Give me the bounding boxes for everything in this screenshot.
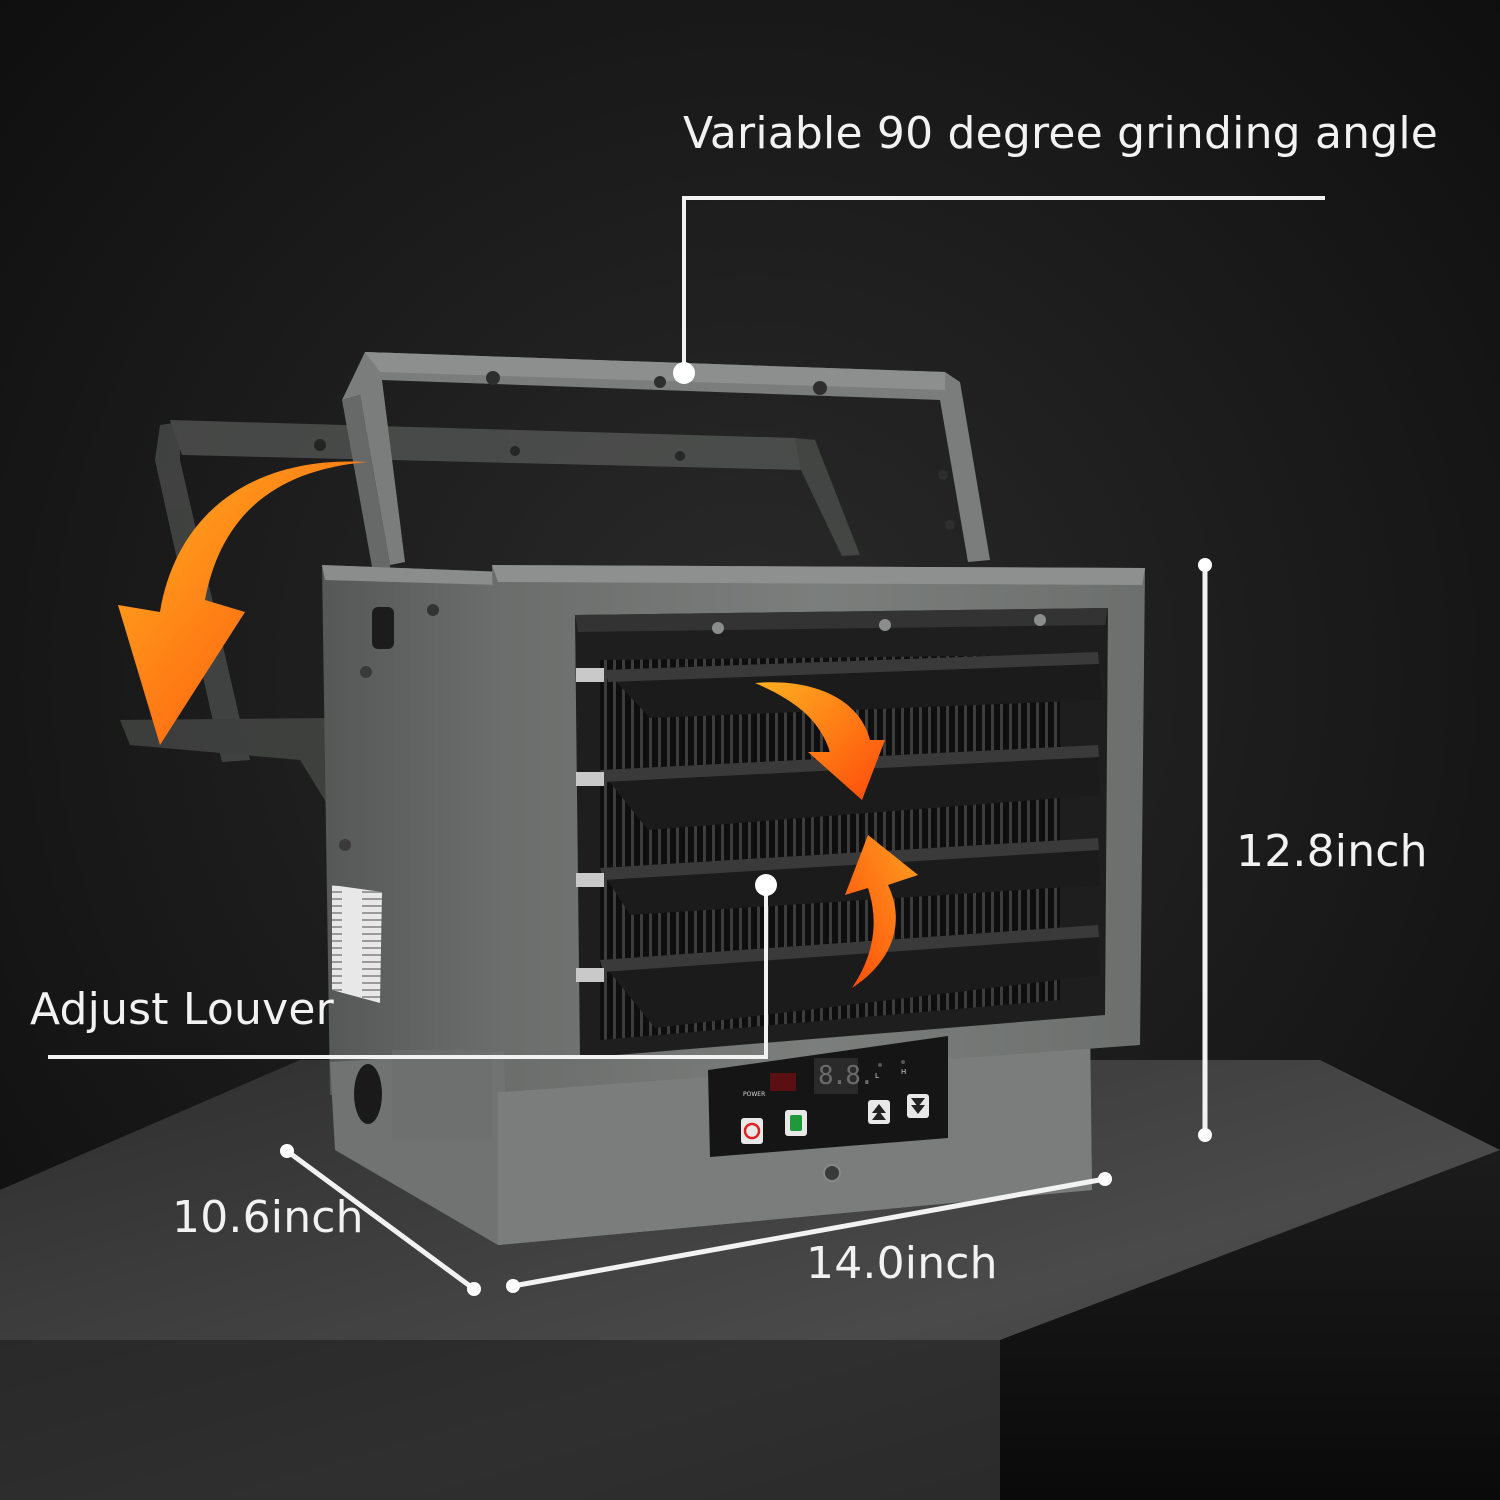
tilt-arrow [118, 461, 368, 745]
louver-blade[interactable] [576, 925, 1100, 1028]
dimension-depth-line [280, 1144, 481, 1296]
high-label: H [901, 1068, 907, 1076]
decrease-button[interactable] [907, 1094, 929, 1118]
mode-button[interactable] [785, 1110, 807, 1136]
digital-display [814, 1058, 858, 1094]
dimension-width-text: 14.0inch [806, 1238, 998, 1289]
louver-blade[interactable] [576, 838, 1100, 915]
callout-angle-line [682, 196, 1325, 373]
power-button[interactable] [741, 1118, 763, 1144]
dimension-width-line [506, 1172, 1112, 1293]
increase-button[interactable] [868, 1100, 890, 1124]
base-screw [823, 1164, 841, 1182]
dimension-height-text: 12.8inch [1236, 826, 1428, 877]
side-knob [372, 607, 394, 649]
dimension-height-line [1198, 558, 1212, 1142]
callout-louver-dot [755, 874, 777, 896]
callout-louver-text: Adjust Louver [30, 984, 334, 1035]
power-icon [743, 1122, 761, 1140]
dimension-depth-text: 10.6inch [172, 1192, 364, 1243]
louver-down-arrow [755, 682, 885, 800]
down-arrow-icon [911, 1105, 925, 1114]
fan-mode-icon [790, 1115, 802, 1131]
display-digits: 8.8. [818, 1061, 875, 1091]
callout-louver-line [48, 885, 768, 1059]
low-label: L [875, 1072, 879, 1080]
louver-up-arrow [845, 835, 918, 988]
louver-blade[interactable] [576, 652, 1102, 718]
up-arrow-icon [872, 1104, 886, 1113]
callout-angle-dot [673, 362, 695, 384]
power-label: POWER [743, 1091, 766, 1098]
callout-angle-text: Variable 90 degree grinding angle [683, 108, 1439, 159]
power-led [770, 1073, 796, 1091]
side-vent-hole [354, 1064, 382, 1124]
louvers[interactable] [576, 652, 1102, 1028]
control-panel [708, 1036, 948, 1182]
spec-sticker [332, 885, 382, 1003]
